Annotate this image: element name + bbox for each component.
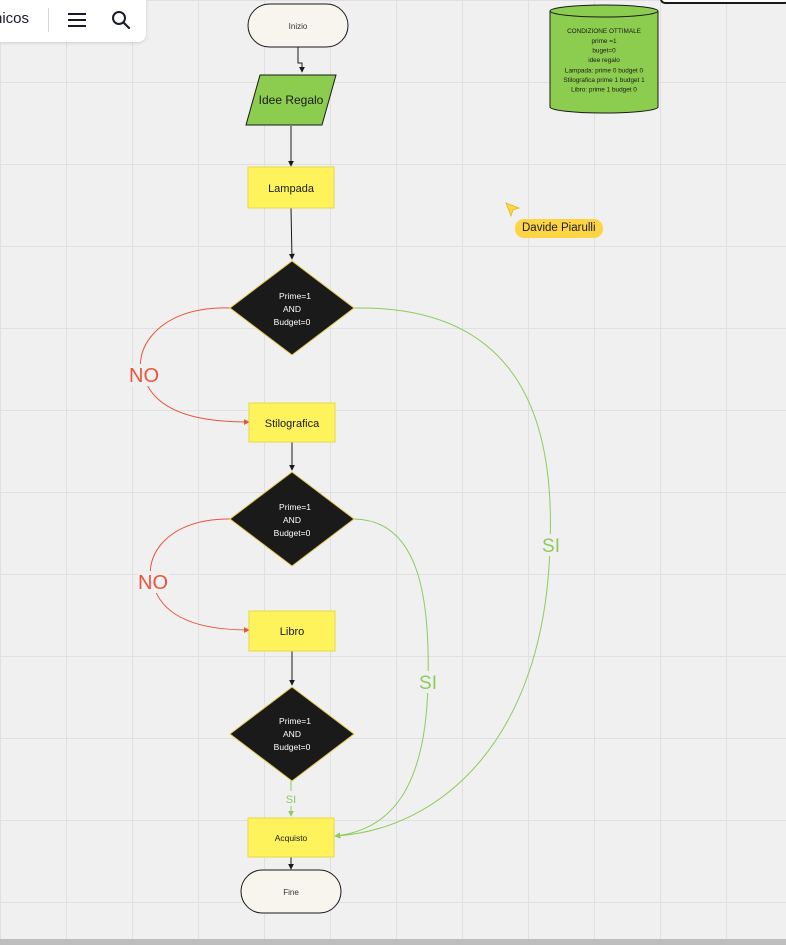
decision-3-line-3: Budget=0 bbox=[274, 742, 311, 752]
menu-button[interactable] bbox=[62, 6, 92, 34]
decision-3-line-2: AND bbox=[283, 729, 301, 739]
decision-1[interactable] bbox=[229, 260, 355, 356]
process-stilografica[interactable] bbox=[248, 402, 336, 443]
search-icon bbox=[112, 11, 131, 30]
menu-icon bbox=[68, 13, 86, 27]
top-right-frame bbox=[660, 0, 786, 4]
process-libro[interactable] bbox=[248, 610, 336, 652]
decision-2-line-3: Budget=0 bbox=[274, 528, 311, 538]
no-label-bg-2 bbox=[137, 571, 169, 593]
condition-note-body bbox=[549, 11, 659, 114]
process-stilografica-label: Stilografica bbox=[265, 418, 320, 430]
edge-si-decision2-acquisto[interactable] bbox=[334, 518, 429, 839]
board-toolbar: nicos bbox=[0, 0, 146, 42]
decision-3-line-1: Prime=1 bbox=[279, 716, 311, 726]
decision-1-line-2: AND bbox=[283, 304, 301, 314]
condition-note-line-2: prime =1 bbox=[591, 38, 616, 45]
condition-note-top bbox=[549, 4, 659, 18]
start-node[interactable] bbox=[247, 3, 349, 48]
edge-label-no-2: NO bbox=[138, 572, 168, 594]
search-button[interactable] bbox=[106, 6, 136, 34]
edge-start-input[interactable] bbox=[297, 47, 305, 73]
end-node-label: Fine bbox=[283, 888, 299, 897]
decision-2[interactable] bbox=[229, 471, 355, 567]
edge-si-decision1-acquisto[interactable] bbox=[334, 307, 551, 839]
process-lampada[interactable] bbox=[247, 166, 335, 209]
input-node[interactable] bbox=[245, 74, 337, 126]
board-name-fragment[interactable]: nicos bbox=[0, 10, 30, 27]
cursor-arrow-icon bbox=[505, 202, 521, 218]
si-label-bg-2 bbox=[417, 671, 439, 693]
condition-note-line-5: Lampada: prime 0 budget 0 bbox=[565, 68, 644, 75]
process-acquisto[interactable] bbox=[247, 817, 335, 858]
condition-note-line-3: buget=0 bbox=[592, 48, 616, 55]
decision-2-line-1: Prime=1 bbox=[279, 502, 311, 512]
process-lampada-label: Lampada bbox=[268, 183, 315, 195]
no-label-bg-1 bbox=[128, 364, 160, 386]
si-label-bg-1 bbox=[540, 534, 562, 556]
condition-note[interactable]: CONDIZIONE OTTIMALE prime =1 buget=0 ide… bbox=[549, 4, 659, 114]
condition-note-line-4: idee regalo bbox=[588, 57, 620, 64]
edge-lampada-decision1[interactable] bbox=[288, 207, 295, 260]
process-acquisto-label: Acquisto bbox=[275, 833, 308, 843]
edge-label-no-1: NO bbox=[129, 365, 159, 387]
edge-label-si-1: SI bbox=[542, 536, 560, 557]
toolbar-divider bbox=[48, 8, 49, 32]
start-node-label: Inizio bbox=[289, 22, 308, 31]
edge-label-si-2: SI bbox=[419, 673, 437, 694]
bottom-scrollbar[interactable] bbox=[0, 939, 786, 945]
decision-2-line-2: AND bbox=[283, 515, 301, 525]
condition-note-line-6: Stilografica prime 1 budget 1 bbox=[563, 77, 645, 84]
decision-3[interactable] bbox=[229, 686, 355, 782]
input-node-label: Idee Regalo bbox=[259, 93, 324, 107]
collaborator-cursor bbox=[505, 202, 521, 223]
process-libro-label: Libro bbox=[280, 626, 304, 638]
condition-note-line-7: Libro: prime 1 budget 0 bbox=[571, 87, 637, 94]
decision-1-line-3: Budget=0 bbox=[274, 317, 311, 327]
end-node[interactable] bbox=[240, 869, 342, 914]
edge-label-si-3: SI bbox=[286, 794, 296, 806]
collaborator-name-tag: Davide Piarulli bbox=[515, 219, 603, 238]
condition-note-line-1: CONDIZIONE OTTIMALE bbox=[567, 28, 641, 35]
decision-1-line-1: Prime=1 bbox=[279, 291, 311, 301]
